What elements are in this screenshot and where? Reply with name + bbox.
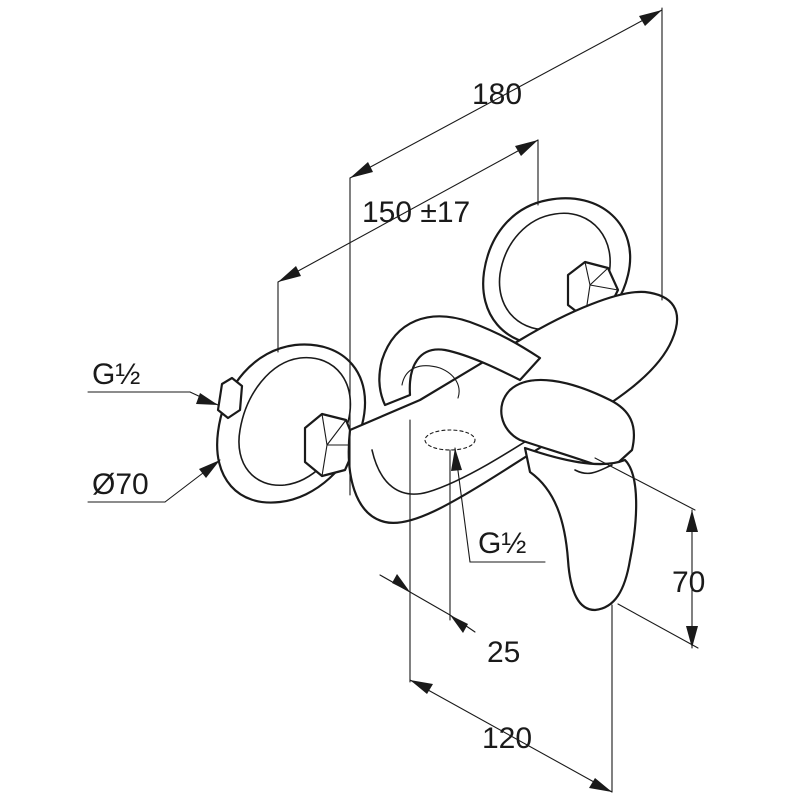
hex-nut-front	[303, 412, 358, 478]
inlet-stub	[216, 376, 244, 420]
leader-inlet-thread: G½	[87, 358, 219, 406]
dimension-180: 180	[349, 9, 663, 179]
dimension-150: 150 ±17	[277, 139, 539, 283]
dim-25-label: 25	[487, 636, 520, 669]
dim-70-label: 70	[672, 566, 705, 599]
dimension-25: 25	[379, 574, 520, 669]
dim-120-label: 120	[482, 722, 532, 755]
leader-rosette-diameter: Ø70	[87, 459, 221, 503]
leader-outlet-thread: G½	[451, 447, 546, 563]
dim-150-label: 150 ±17	[362, 196, 470, 229]
outlet-thread-label: G½	[478, 527, 526, 560]
extension-lines	[277, 7, 699, 793]
mixer-body	[216, 197, 679, 612]
dimension-120: 120	[409, 679, 613, 793]
rosette-diameter-label: Ø70	[92, 468, 149, 501]
dimension-70: 70	[672, 509, 705, 649]
dim-180-label: 180	[472, 78, 522, 111]
inlet-thread-label: G½	[92, 358, 140, 391]
outlet-ellipse	[424, 429, 476, 451]
